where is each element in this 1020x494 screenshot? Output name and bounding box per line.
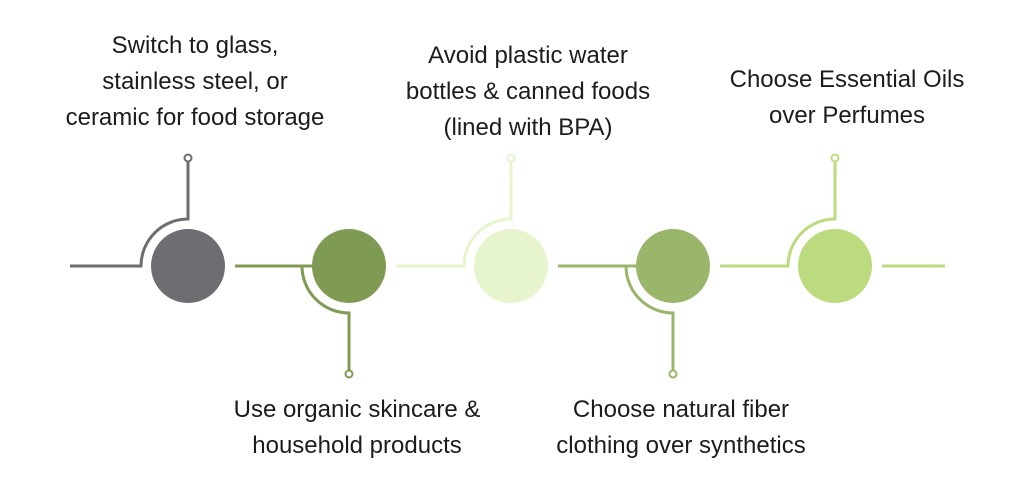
step-5-label: Choose Essential Oils over Perfumes (677, 62, 1017, 134)
step-3-node-circle (474, 229, 548, 303)
step-5-connector-line (720, 161, 837, 268)
step-4-label-line-1: Choose natural fiber (572, 396, 790, 423)
step-2-label-line-2: household products (252, 432, 462, 459)
step-2-connector-dot (344, 369, 354, 379)
step-1-label-line-2: stainless steel, or (102, 68, 288, 95)
step-5-node-circle (798, 229, 872, 303)
step-5-label-line-1: Choose Essential Oils (729, 66, 965, 93)
step-3-label-line-2: bottles & canned foods (405, 78, 651, 105)
step-4-connector-dot (668, 369, 678, 379)
step-3-label-line-3: (lined with BPA) (443, 114, 613, 141)
step-2-node-circle (312, 229, 386, 303)
step-3-connector-line (396, 161, 513, 268)
step-2-label-line-1: Use organic skincare & (233, 396, 481, 423)
step-5-connector-dot (830, 153, 840, 163)
step-4-node-circle (636, 229, 710, 303)
step-1-label-line-1: Switch to glass, (111, 32, 279, 59)
step-2-label: Use organic skincare & household product… (187, 392, 527, 464)
step-4-label-line-2: clothing over synthetics (556, 432, 806, 459)
step-1-connector-line (70, 161, 190, 268)
step-1-label: Switch to glass, stainless steel, or cer… (15, 28, 375, 136)
step-3-connector-dot (506, 153, 516, 163)
step-1-node-circle (151, 229, 225, 303)
step-4-label: Choose natural fiber clothing over synth… (511, 392, 851, 464)
step-3-label-line-1: Avoid plastic water (428, 42, 628, 69)
step-5-label-line-2: over Perfumes (768, 102, 926, 129)
step-1-label-line-3: ceramic for food storage (65, 104, 325, 131)
step-1-connector-dot (183, 153, 193, 163)
step-3-label: Avoid plastic water bottles & canned foo… (358, 38, 698, 146)
